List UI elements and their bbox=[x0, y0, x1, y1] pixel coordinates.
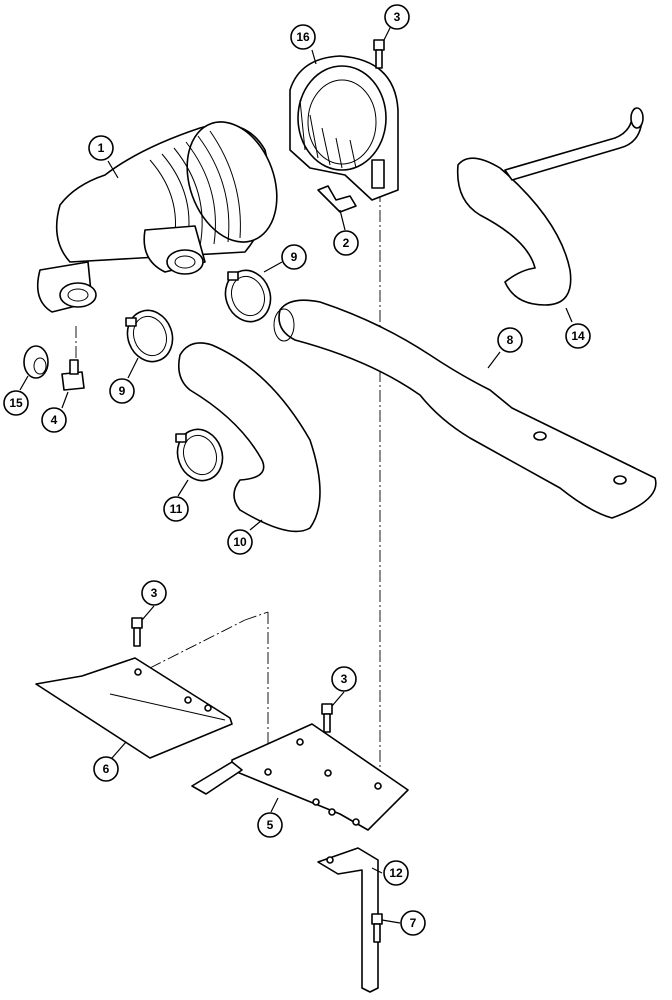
hose-clamp-lower bbox=[125, 309, 174, 363]
callout-16: 16 bbox=[290, 24, 316, 50]
callout-6: 6 bbox=[93, 756, 119, 782]
svg-text:8: 8 bbox=[507, 333, 514, 347]
callout-10: 10 bbox=[227, 529, 253, 555]
callout-4: 4 bbox=[41, 407, 67, 433]
svg-text:3: 3 bbox=[341, 672, 348, 686]
svg-text:7: 7 bbox=[410, 916, 417, 930]
hose-clamp-upper bbox=[224, 269, 272, 323]
svg-text:3: 3 bbox=[151, 586, 158, 600]
elbow-hose bbox=[177, 342, 321, 533]
callout-3-right: 3 bbox=[331, 666, 357, 692]
svg-text:14: 14 bbox=[571, 329, 585, 343]
callout-9-lower: 9 bbox=[109, 378, 135, 404]
bolt-left bbox=[131, 617, 143, 647]
callout-8: 8 bbox=[497, 327, 523, 353]
deflector-plate bbox=[35, 657, 233, 759]
air-cleaner-assembly bbox=[36, 121, 278, 313]
svg-text:12: 12 bbox=[389, 866, 403, 880]
callout-9-upper: 9 bbox=[281, 244, 307, 270]
callout-1: 1 bbox=[88, 135, 114, 161]
leader-lines bbox=[19, 23, 573, 924]
bolt-top bbox=[373, 39, 385, 69]
svg-text:3: 3 bbox=[394, 10, 401, 24]
callout-15: 15 bbox=[3, 390, 29, 416]
support-bracket bbox=[317, 847, 379, 993]
svg-text:6: 6 bbox=[103, 762, 110, 776]
svg-text:16: 16 bbox=[296, 30, 310, 44]
clip bbox=[317, 185, 357, 213]
callout-2: 2 bbox=[333, 230, 359, 256]
callout-5: 5 bbox=[257, 812, 283, 838]
cap-part-15 bbox=[23, 345, 49, 379]
svg-text:1: 1 bbox=[98, 141, 105, 155]
intake-duct bbox=[273, 299, 657, 519]
svg-text:15: 15 bbox=[9, 396, 23, 410]
svg-text:11: 11 bbox=[170, 502, 183, 516]
bolt-right bbox=[321, 703, 333, 733]
callout-3-top: 3 bbox=[384, 4, 410, 30]
svg-text:5: 5 bbox=[267, 818, 274, 832]
svg-text:10: 10 bbox=[233, 535, 247, 549]
mounting-band bbox=[289, 55, 399, 201]
svg-text:9: 9 bbox=[119, 384, 126, 398]
svg-text:4: 4 bbox=[51, 413, 58, 427]
intake-tube bbox=[456, 107, 644, 306]
mounting-bracket bbox=[191, 723, 409, 831]
callout-3-left: 3 bbox=[141, 580, 167, 606]
bolt-7 bbox=[371, 913, 383, 943]
svg-text:2: 2 bbox=[343, 236, 350, 250]
alignment-lines bbox=[75, 190, 381, 790]
callout-12: 12 bbox=[383, 860, 409, 886]
hose-clamp-11 bbox=[175, 428, 224, 482]
fitting-part-4 bbox=[61, 359, 85, 391]
svg-text:9: 9 bbox=[291, 250, 298, 264]
callout-7: 7 bbox=[400, 910, 426, 936]
callout-14: 14 bbox=[565, 323, 591, 349]
callout-11: 11 bbox=[163, 496, 189, 522]
